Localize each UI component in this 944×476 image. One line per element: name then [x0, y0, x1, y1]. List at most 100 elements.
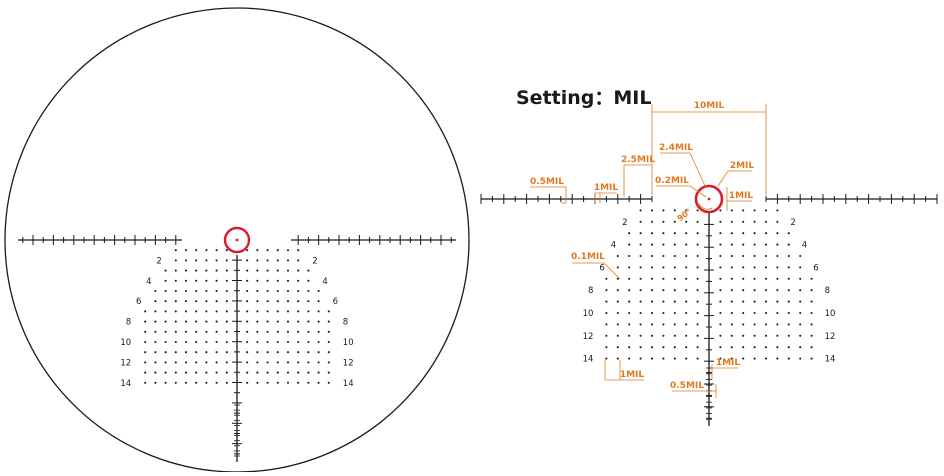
point-one-mil-label: 0.1MIL: [571, 252, 605, 262]
holdover-dot: [184, 279, 188, 282]
holdover-dot: [810, 300, 813, 303]
two-mil-label: 2MIL: [730, 161, 755, 171]
holdover-dot: [195, 381, 198, 384]
holdover-dot: [730, 254, 733, 258]
holdover-dot: [776, 277, 779, 280]
holdover-dot: [662, 323, 665, 326]
holdover-dot: [195, 361, 198, 364]
holdover-dot: [605, 334, 608, 337]
ten-mil-label: 10MIL: [694, 101, 725, 111]
holdover-dot: [286, 249, 290, 252]
holdover-dot: [742, 209, 745, 212]
holdover-dot: [184, 340, 188, 344]
holdover-dot: [256, 279, 259, 282]
holdover-dot: [174, 320, 177, 323]
holdover-dot: [799, 289, 802, 292]
holdover-dot: [799, 311, 802, 315]
holdover-dot: [696, 254, 699, 258]
holdover-dot: [276, 279, 279, 282]
holdover-dot: [205, 361, 208, 364]
holdover-dot: [307, 269, 310, 272]
holdover-dot: [685, 334, 688, 337]
holdover-dot: [276, 249, 279, 252]
holdover-dot: [628, 232, 631, 235]
holdover-dot: [184, 300, 188, 303]
holdover-dot: [742, 346, 745, 349]
holdover-dot: [685, 266, 688, 269]
holdover-dot: [154, 381, 157, 384]
holdover-dot: [256, 340, 259, 344]
holdover-dot: [730, 334, 733, 337]
holdover-dot: [266, 381, 269, 384]
holdover-dot: [628, 300, 631, 303]
holdover-dot: [215, 289, 218, 293]
holdover-dot: [719, 357, 722, 360]
holdover-dot: [662, 346, 665, 349]
holdover-dot: [628, 289, 631, 292]
holdover-dot: [154, 310, 157, 313]
holdover-dot: [195, 371, 198, 374]
holdover-dot: [673, 220, 676, 223]
holdover-dot: [164, 381, 167, 384]
holdover-dot: [787, 311, 790, 315]
holdover-dot: [639, 311, 642, 315]
holdover-dot: [215, 279, 218, 282]
holdover-dot: [787, 232, 790, 235]
holdover-dot: [297, 340, 300, 344]
holdover-dot: [753, 209, 756, 212]
holdover-dot: [639, 323, 642, 326]
holdover-dot: [810, 334, 813, 337]
holdover-dot: [753, 232, 756, 235]
holdover-dot: [246, 249, 249, 252]
holdover-dot: [650, 300, 654, 303]
holdover-dot: [719, 277, 722, 280]
holdover-dot: [730, 289, 733, 292]
holdover-dot: [696, 300, 699, 303]
holdover-dot: [174, 289, 177, 293]
holdover-dot: [787, 254, 790, 258]
holdover-dot: [307, 340, 310, 344]
holdover-dot: [719, 289, 722, 292]
holdover-dot: [266, 340, 269, 344]
two-four-mil-leader: [660, 152, 707, 189]
holdover-dot: [662, 289, 665, 292]
holdover-dot: [286, 320, 290, 323]
holdover-dot: [144, 330, 147, 333]
holdover-dot: [673, 300, 676, 303]
holdover-dot: [164, 361, 167, 364]
holdover-dot: [730, 357, 733, 360]
holdover-dot: [673, 232, 676, 235]
holdover-dot: [195, 259, 198, 262]
holdover-dot: [753, 243, 756, 246]
holdover-dot: [810, 323, 813, 326]
holdover-dot: [276, 381, 279, 384]
holdover-label-right: 12: [825, 332, 836, 342]
holdover-dot: [184, 371, 188, 374]
holdover-dot: [628, 357, 631, 360]
holdover-dot: [297, 310, 300, 313]
holdover-dot: [650, 311, 654, 315]
holdover-dot: [225, 259, 228, 262]
holdover-dot: [764, 254, 768, 258]
holdover-dot: [144, 340, 147, 344]
holdover-label-left: 14: [120, 379, 131, 389]
holdover-dot: [696, 311, 699, 315]
holdover-dot: [810, 277, 813, 280]
holdover-dot: [639, 289, 642, 292]
holdover-dot: [317, 300, 320, 303]
holdover-dot: [685, 232, 688, 235]
two-four-mil-label: 2.4MIL: [659, 143, 693, 153]
reticle-red-circle-icon: [223, 226, 251, 254]
holdover-label-right: 10: [825, 309, 836, 319]
holdover-dot: [776, 232, 779, 235]
holdover-dot: [215, 259, 218, 262]
holdover-dot: [327, 381, 330, 384]
holdover-dot: [286, 330, 290, 333]
holdover-dot: [810, 311, 813, 315]
holdover-dot: [764, 209, 768, 212]
holdover-dot: [685, 357, 688, 360]
holdover-dot: [195, 249, 198, 252]
holdover-dot: [215, 330, 218, 333]
holdover-dot: [776, 357, 779, 360]
